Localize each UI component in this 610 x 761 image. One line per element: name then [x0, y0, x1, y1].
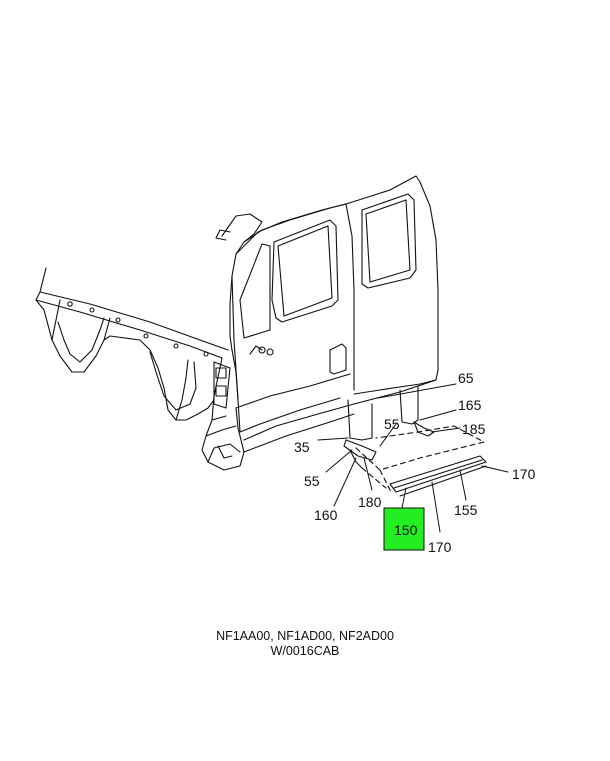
callout-180[interactable]: 180	[358, 494, 382, 510]
callout-170-bottom[interactable]: 170	[428, 539, 452, 555]
callout-170-top[interactable]: 170	[512, 466, 536, 482]
callout-185[interactable]: 185	[462, 421, 486, 437]
callout-160[interactable]: 160	[314, 507, 338, 523]
leader-lines	[317, 383, 509, 533]
item-150-highlight[interactable]	[383, 507, 425, 551]
option-code: W/0016CAB	[270, 644, 340, 658]
callout-165[interactable]: 165	[458, 397, 482, 413]
step-hanger-drawing	[343, 385, 435, 469]
step-tread-drawing	[389, 455, 487, 497]
step-plate-drawing	[355, 425, 485, 495]
callout-155[interactable]: 155	[454, 502, 478, 518]
callout-55-right[interactable]: 55	[384, 416, 400, 432]
callout-labels: 65 165 185 35 55 170 55 180 160 155 150 …	[294, 370, 536, 555]
a-pillar-drawing	[201, 357, 245, 471]
cab-body-drawing	[215, 175, 439, 453]
callout-65[interactable]: 65	[458, 370, 474, 386]
model-codes: NF1AA00, NF1AD00, NF2AD00	[216, 629, 394, 643]
callout-55-left[interactable]: 55	[304, 473, 320, 489]
callout-35[interactable]: 35	[294, 439, 310, 455]
cowl-frame-drawing	[35, 267, 229, 421]
callout-150[interactable]: 150	[394, 522, 418, 538]
